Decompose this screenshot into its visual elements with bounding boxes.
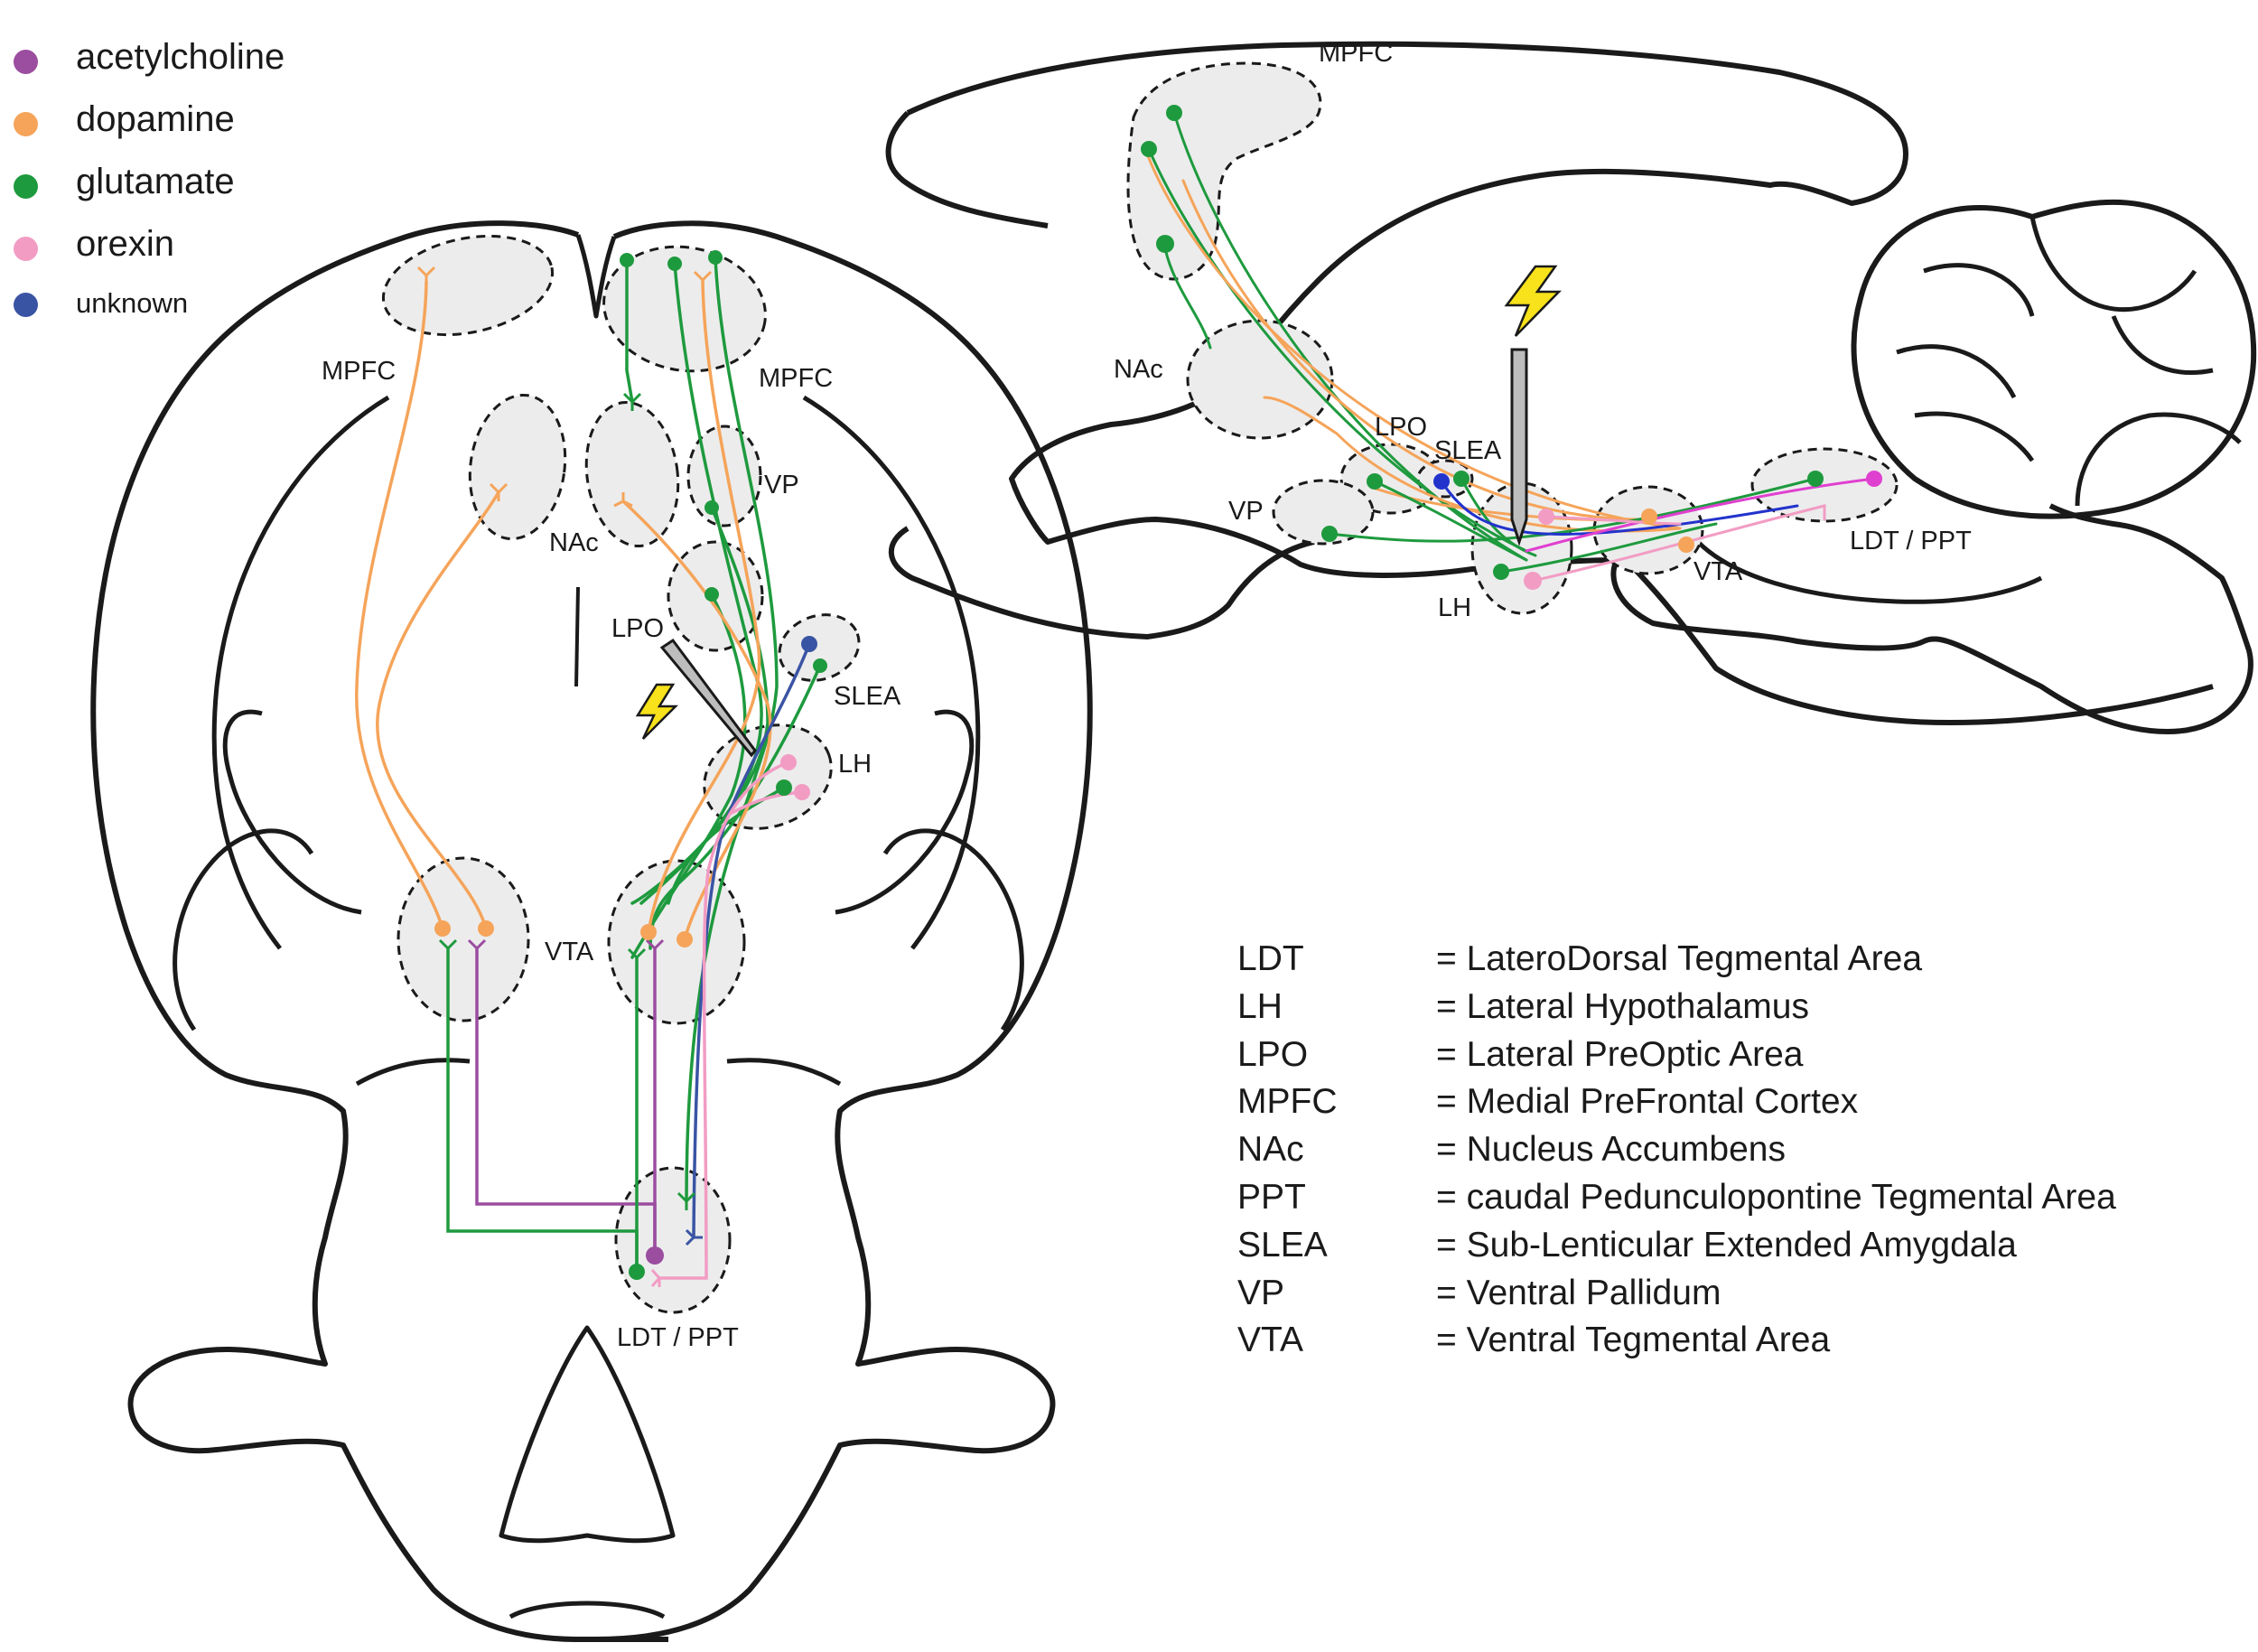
- abbreviation-definition: = Ventral Pallidum: [1436, 1273, 1721, 1312]
- label-slea: SLEA: [834, 682, 901, 711]
- neuron-glutamate: [1166, 105, 1182, 121]
- neuron-glutamate: [813, 658, 827, 673]
- abbreviation-definition: = Sub-Lenticular Extended Amygdala: [1436, 1225, 2017, 1265]
- neuron-glutamate: [708, 250, 723, 265]
- neuron-glutamate: [776, 779, 792, 796]
- label-lh-sagittal: LH: [1438, 593, 1471, 622]
- label-ldt-ppt-sagittal: LDT / PPT: [1850, 527, 1972, 555]
- label-slea-sagittal: SLEA: [1434, 436, 1502, 465]
- abbreviation-key: LH: [1237, 986, 1283, 1026]
- sagittal-region-labels: MPFC NAc LPO SLEA VP LH VTA LDT / PPT: [1114, 39, 1972, 622]
- neuron-orexin: [1538, 509, 1554, 525]
- neuron-glutamate: [667, 257, 682, 271]
- region-vp-right: [686, 425, 762, 527]
- sagittal-brain-outline: [885, 41, 2257, 734]
- legend-swatch: [14, 293, 38, 317]
- label-nac: NAc: [549, 528, 599, 557]
- neuron-orexin: [794, 784, 810, 800]
- abbreviation-definition: = Nucleus Accumbens: [1436, 1130, 1786, 1170]
- legend-label: orexin: [76, 224, 174, 264]
- legend-label: unknown: [76, 287, 189, 319]
- ventral-neurons: [434, 250, 827, 1280]
- legend-label: acetylcholine: [76, 37, 285, 77]
- abbreviation-key: MPFC: [1237, 1082, 1338, 1122]
- region-slea-right: [778, 613, 861, 682]
- ventral-synapses: [416, 266, 713, 1287]
- sagittal-pathways: [1145, 111, 1876, 583]
- neuron-orexin: [780, 754, 797, 770]
- legend-swatch: [14, 174, 38, 199]
- abbreviation-definition: = Lateral PreOptic Area: [1436, 1034, 1804, 1074]
- neuron-dopamine: [676, 931, 693, 947]
- label-nac-sagittal: NAc: [1114, 355, 1163, 384]
- neuron-glutamate: [1321, 526, 1338, 542]
- ventral-region-labels: MPFC MPFC NAc VP LPO SLEA LH VTA LDT / P…: [322, 357, 901, 1352]
- abbreviation-definition: = LateroDorsal Tegmental Area: [1436, 939, 1923, 978]
- region-nac-right: [584, 400, 680, 548]
- abbreviation-key: SLEA: [1237, 1225, 1328, 1265]
- neuron-glutamate: [1141, 141, 1157, 157]
- neuron-acetylcholine: [646, 1246, 664, 1265]
- label-lpo: LPO: [611, 614, 664, 643]
- region-ldt-ppt: [614, 1166, 732, 1314]
- neuron-glutamate: [629, 1264, 645, 1280]
- abbreviation-key: VTA: [1237, 1321, 1303, 1360]
- abbreviation-definition: = Lateral Hypothalamus: [1436, 986, 1809, 1026]
- region-nac-sagittal: [1186, 319, 1334, 440]
- region-vp-sagittal: [1272, 479, 1375, 546]
- neuron-dopamine: [640, 924, 657, 940]
- pathway-dopamine-nac: [376, 490, 500, 930]
- label-vp-sagittal: VP: [1228, 497, 1264, 526]
- label-ldt-ppt: LDT / PPT: [617, 1323, 739, 1352]
- neuron-dopamine: [434, 920, 451, 937]
- label-mpfc-left: MPFC: [322, 357, 396, 386]
- abbreviation-definition: = Medial PreFrontal Cortex: [1436, 1082, 1859, 1122]
- label-mpfc-sagittal: MPFC: [1319, 39, 1393, 68]
- label-vta-sagittal: VTA: [1694, 557, 1743, 586]
- lightning-bolt-icon: [635, 683, 679, 740]
- label-vta: VTA: [545, 938, 594, 966]
- neuron-unknown: [1433, 473, 1450, 490]
- sagittal-neurons: [1141, 105, 1882, 590]
- legend-label: dopamine: [76, 99, 235, 139]
- region-vta-left: [397, 856, 530, 1022]
- neuron-orexin: [1524, 572, 1542, 590]
- neuron-glutamate: [1807, 471, 1824, 487]
- label-lh: LH: [838, 750, 872, 779]
- neuron-glutamate: [704, 500, 719, 515]
- sagittal-electrode: [1510, 348, 1528, 546]
- legend-swatch: [14, 112, 38, 136]
- abbreviation-key: PPT: [1237, 1177, 1306, 1217]
- pathway-dopamine-mpfc: [355, 280, 444, 930]
- ventral-brain-outline: [90, 220, 1093, 1643]
- neuron-dopamine: [1678, 537, 1694, 553]
- neuron-glutamate: [1453, 471, 1470, 487]
- ventral-electrode: [659, 638, 757, 758]
- abbreviation-key: LDT: [1237, 939, 1304, 978]
- lightning-bolt-icon: [1504, 265, 1562, 337]
- label-mpfc-right: MPFC: [759, 364, 833, 393]
- neuron-glutamate: [1367, 473, 1383, 490]
- neuron-glutamate: [1493, 564, 1509, 580]
- neuron-glutamate: [620, 253, 634, 267]
- abbreviation-definition: = caudal Pedunculopontine Tegmental Area: [1436, 1177, 2116, 1217]
- label-lpo-sagittal: LPO: [1375, 413, 1427, 442]
- legend-swatch: [14, 50, 38, 74]
- neuron-glutamate: [704, 587, 719, 602]
- neuron-acetylcholine: [1866, 471, 1882, 487]
- legend-label: glutamate: [76, 162, 235, 201]
- abbreviation-key: LPO: [1237, 1034, 1309, 1074]
- legend-swatch: [14, 237, 38, 261]
- ventral-pathways: [355, 256, 822, 1280]
- abbreviation-key: VP: [1237, 1273, 1285, 1312]
- abbreviation-key: NAc: [1237, 1130, 1304, 1170]
- neuron-glutamate: [1156, 235, 1174, 253]
- neuron-unknown: [801, 636, 817, 652]
- neuron-dopamine: [1641, 509, 1657, 525]
- label-vp: VP: [764, 471, 799, 499]
- abbreviation-definition: = Ventral Tegmental Area: [1436, 1321, 1831, 1360]
- neuron-dopamine: [478, 920, 494, 937]
